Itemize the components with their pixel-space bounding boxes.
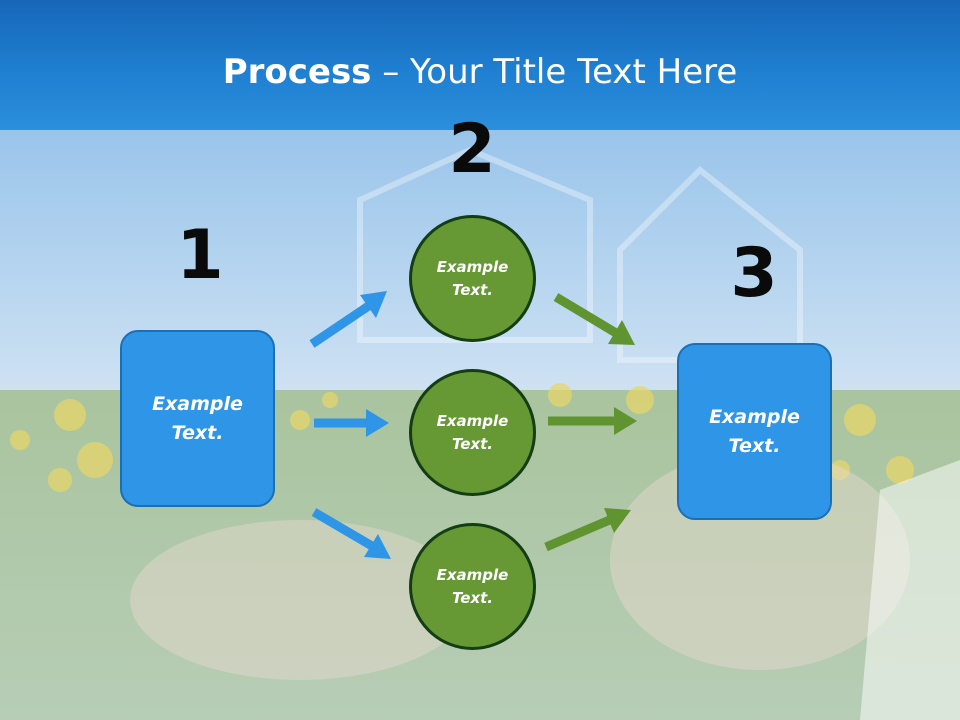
title-rest: – Your Title Text Here [371, 52, 738, 92]
arrow-left-to-top[interactable] [309, 291, 387, 348]
circle-top[interactable]: Example Text. [409, 215, 536, 342]
right-box-label: Example Text. [709, 405, 800, 457]
arrow-top-to-right[interactable] [553, 293, 635, 345]
step-number-1: 1 [176, 216, 224, 295]
green-arrows [544, 293, 637, 552]
slide-title[interactable]: Process – Your Title Text Here [0, 52, 960, 92]
left-box-label: Example Text. [152, 392, 243, 444]
title-bar [0, 0, 960, 130]
right-process-box[interactable]: Example Text. [677, 343, 832, 520]
arrow-left-to-middle[interactable] [314, 409, 389, 437]
step-number-2: 2 [448, 110, 496, 189]
circle-bottom[interactable]: Example Text. [409, 523, 536, 650]
arrow-middle-to-right[interactable] [548, 407, 637, 435]
title-bold: Process [222, 52, 372, 92]
circle-middle-label: Example Text. [436, 411, 509, 453]
left-process-box[interactable]: Example Text. [120, 330, 275, 507]
step-number-3: 3 [730, 234, 778, 313]
circle-bottom-label: Example Text. [436, 565, 509, 607]
arrow-left-to-bottom[interactable] [311, 508, 391, 559]
circle-top-label: Example Text. [436, 257, 509, 299]
arrow-bottom-to-right[interactable] [544, 508, 631, 552]
blue-arrows [309, 291, 391, 559]
circle-middle[interactable]: Example Text. [409, 369, 536, 496]
